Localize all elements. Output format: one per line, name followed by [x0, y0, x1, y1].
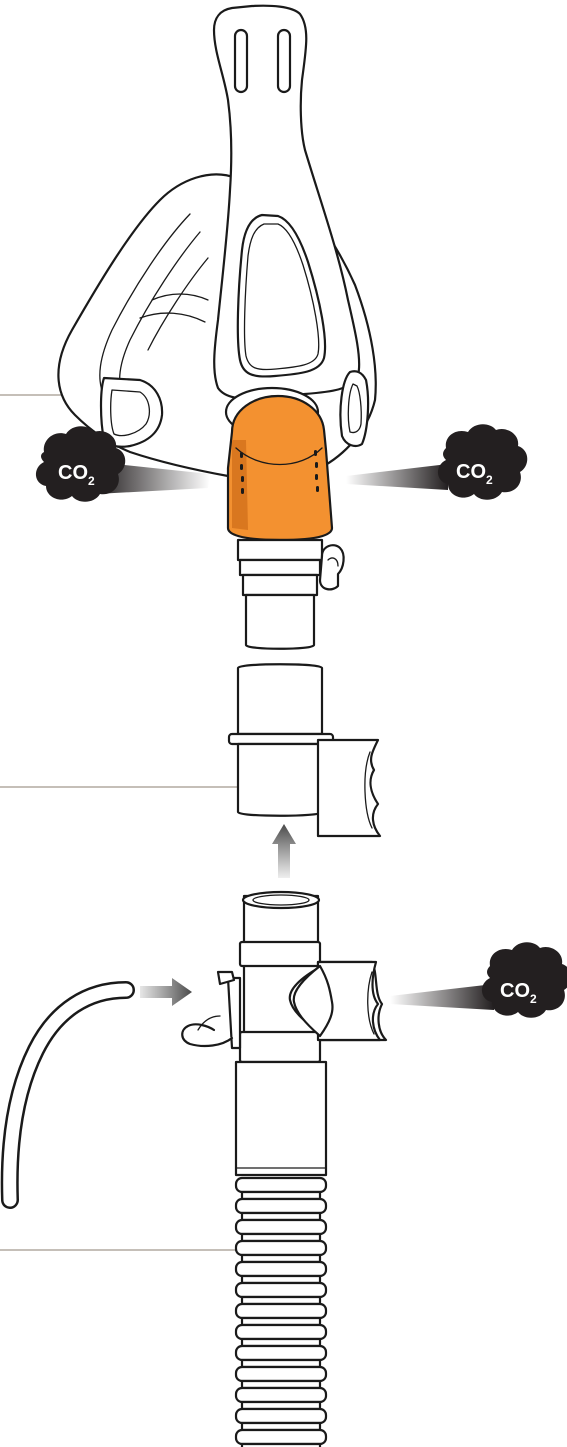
- forehead-slot-right: [278, 30, 290, 92]
- headgear-clip-right: [340, 371, 368, 446]
- tubing-ring: [236, 1178, 326, 1192]
- tubing-ring: [236, 1409, 326, 1423]
- connector-bottom-tube: [238, 744, 322, 816]
- tubing-ring: [236, 1346, 326, 1360]
- tubing-ring: [236, 1220, 326, 1234]
- oxygen-port-clip: [182, 972, 240, 1048]
- oxygen-flow-arrow: [140, 978, 192, 1006]
- air-tubing: [236, 1062, 326, 1447]
- tubing-ring: [236, 1388, 326, 1402]
- assembly-arrow-up: [272, 824, 296, 878]
- exhalation-elbow: [228, 396, 332, 540]
- co2-label-left: CO: [58, 462, 88, 484]
- co2-label-right: CO: [456, 461, 486, 483]
- connector-top-tube: [238, 664, 322, 734]
- oxygen-tubing: [10, 990, 126, 1200]
- co2-exhale-lower-right: CO2: [390, 942, 567, 1018]
- co2-exhale-right: CO2: [346, 424, 527, 500]
- forehead-slot-left: [235, 30, 247, 92]
- t-piece-side-port: [318, 740, 380, 836]
- air-tubing-corrugations: [236, 1178, 326, 1447]
- tubing-ring: [236, 1325, 326, 1339]
- co2-label-lower-right: CO: [500, 980, 530, 1002]
- tubing-ring: [236, 1367, 326, 1381]
- tubing-ring: [236, 1430, 326, 1444]
- tubing-ring: [236, 1241, 326, 1255]
- co2-subscript-right: 2: [486, 473, 493, 487]
- full-face-mask: [58, 6, 375, 476]
- tubing-ring: [236, 1199, 326, 1213]
- tubing-ring: [236, 1304, 326, 1318]
- elbow-port-cap: [320, 545, 344, 589]
- co2-subscript-lower-right: 2: [530, 992, 537, 1006]
- tubing-ring: [236, 1262, 326, 1276]
- tubing-ring: [236, 1283, 326, 1297]
- air-tubing-cuff: [236, 1062, 326, 1175]
- elbow-port: [238, 540, 344, 649]
- leader-lines: [0, 395, 238, 1250]
- co2-subscript-left: 2: [88, 474, 95, 488]
